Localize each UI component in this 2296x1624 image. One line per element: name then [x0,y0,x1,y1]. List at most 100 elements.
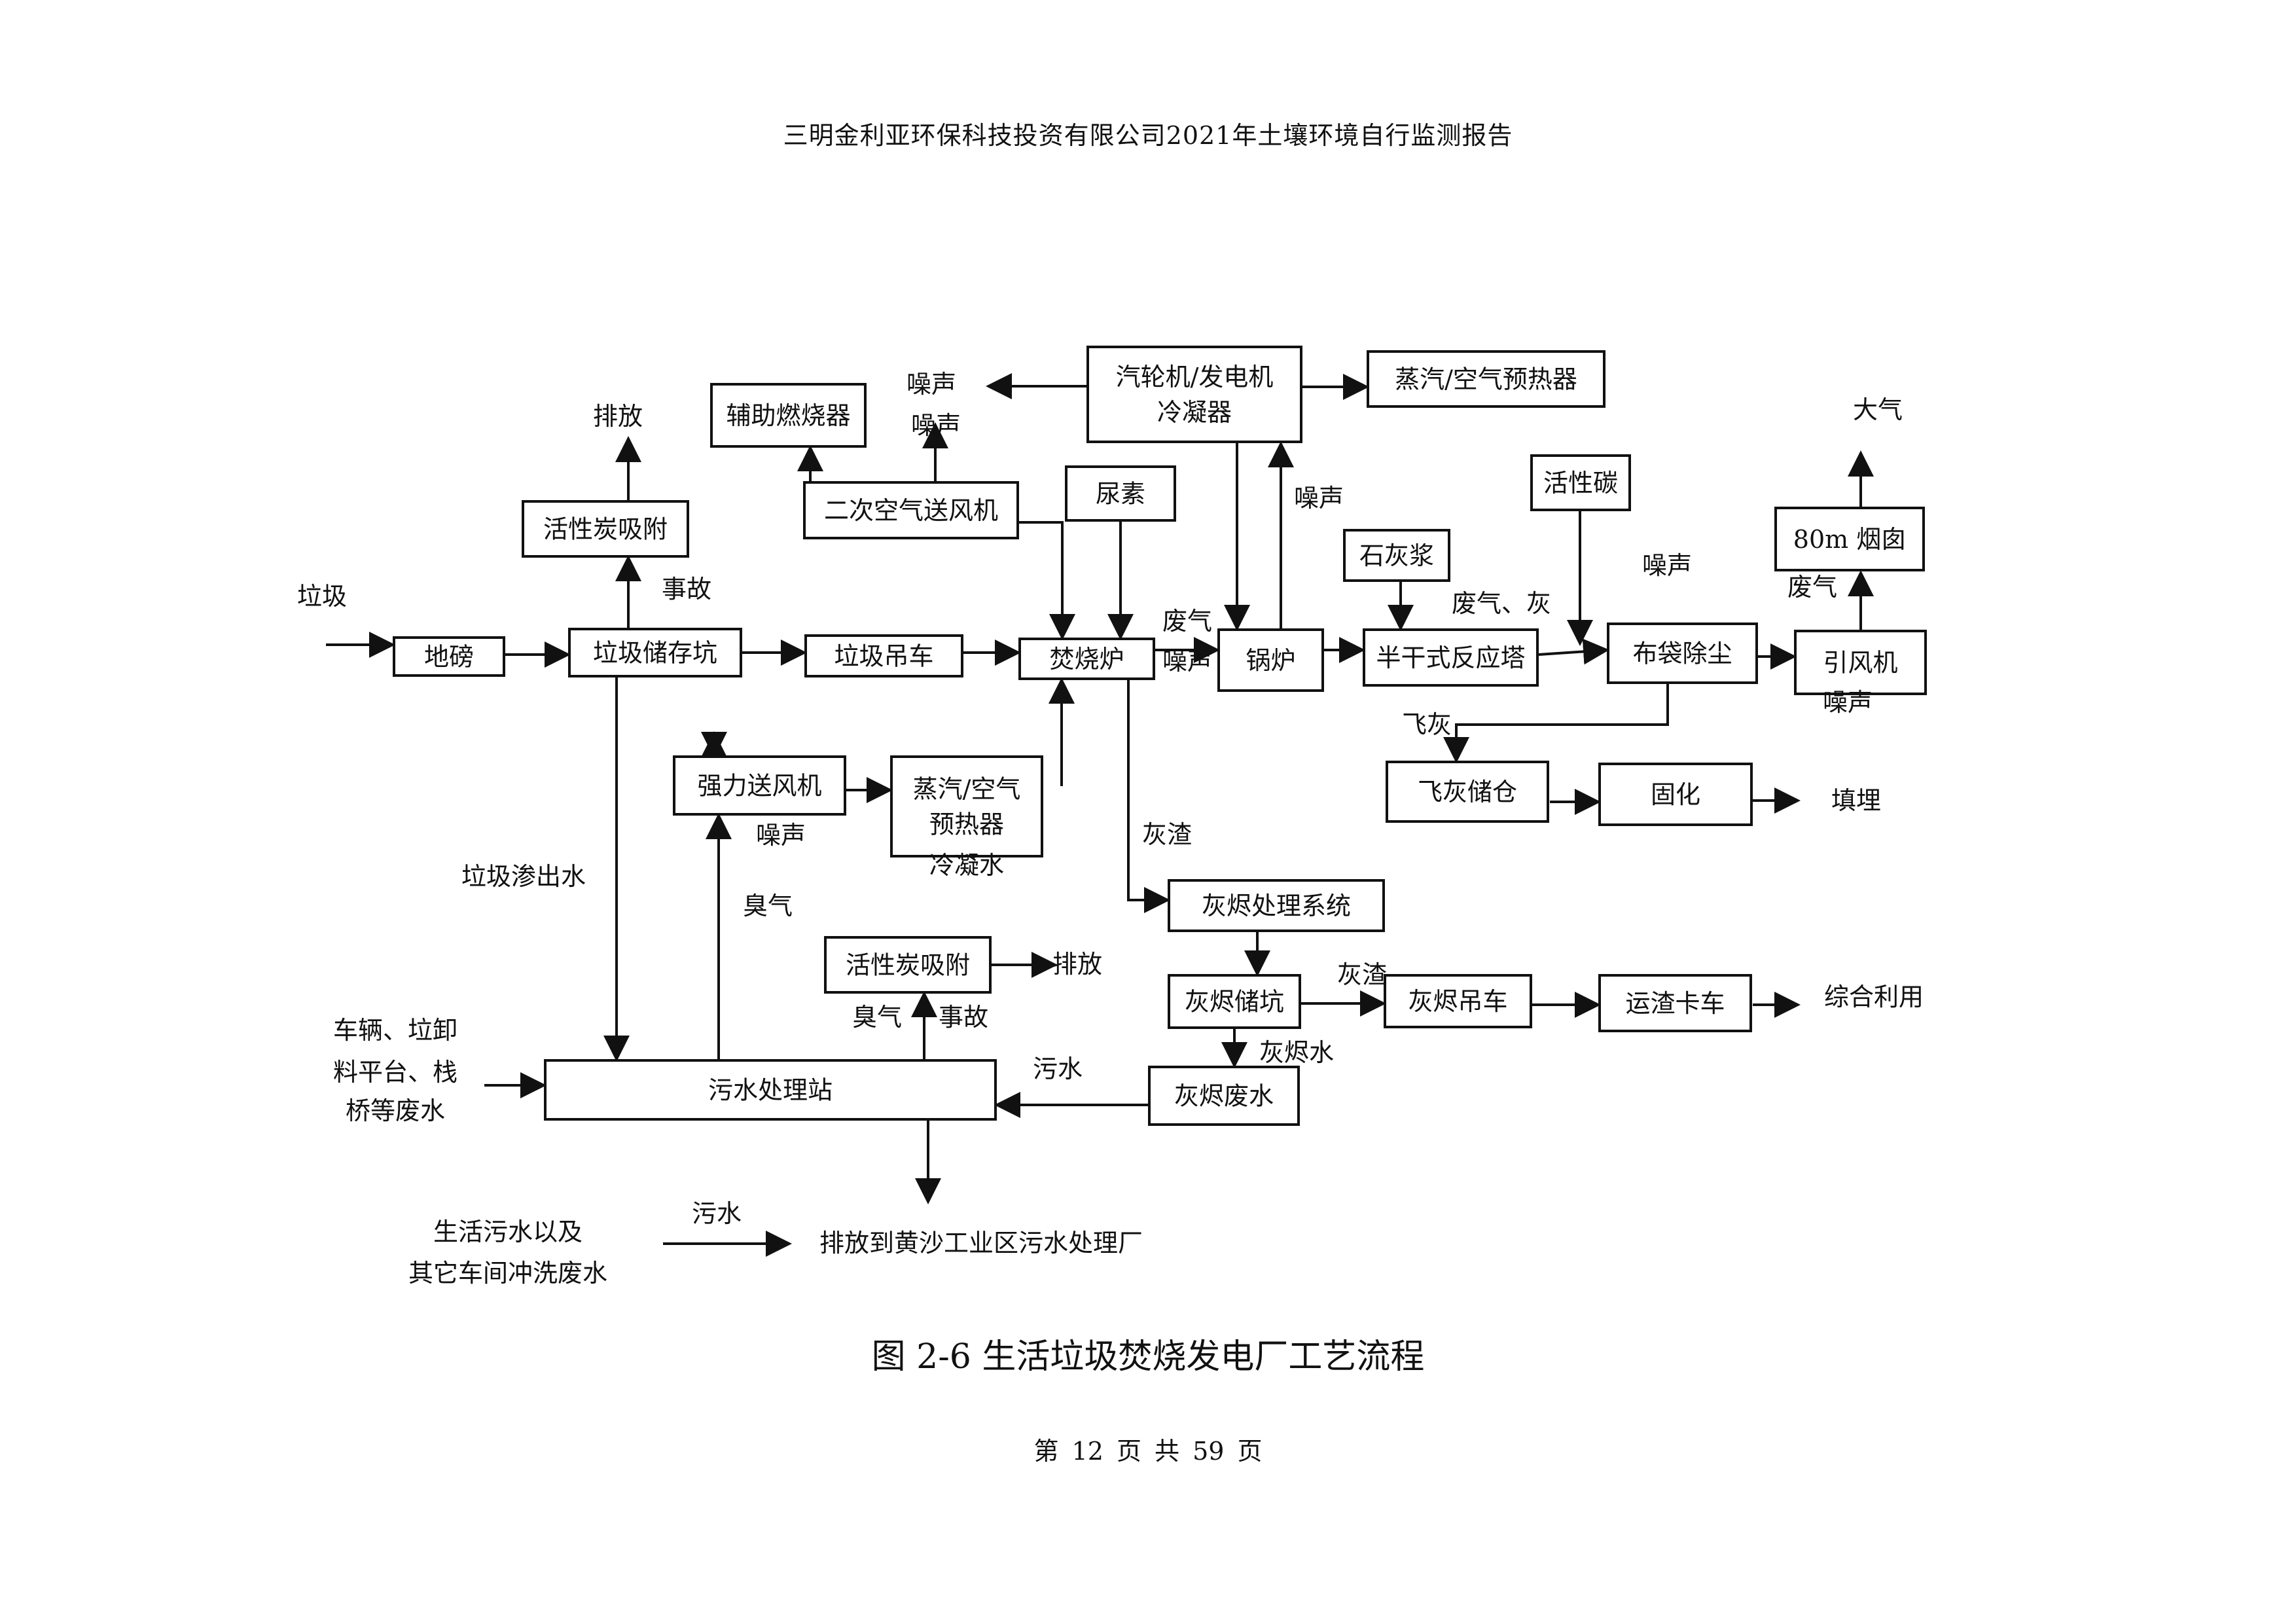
node-label: 垃圾储存坑 [593,639,717,668]
node-box [890,755,1043,857]
node-box [1217,628,1324,692]
node-box [1530,454,1631,511]
node-label: 垃圾吊车 [834,642,933,671]
node-box [1384,974,1532,1028]
label-feiqi-hui: 废气、灰 [1452,589,1551,618]
node-label: 汽轮机/发电机 [1116,363,1274,391]
node-box [804,634,963,677]
label-feiqi-fen: 废气 [1162,607,1212,636]
node-box [568,628,742,677]
label-tianmai: 填埋 [1831,786,1881,815]
node-budai: 布袋除尘 [1607,623,1758,684]
node-label: 飞灰储仓 [1418,778,1517,806]
label-paifang-bottom: 排放到黄沙工业区污水处理厂 [819,1229,1143,1257]
label-paifang-top: 排放 [593,402,643,431]
node-box [544,1059,997,1121]
label-laji-in: 垃圾 [297,582,347,611]
node-label: 地磅 [424,643,474,672]
node-fenshao: 焚烧炉 [1018,638,1155,680]
node-box [522,500,689,558]
label-lengningshui: 冷凝水 [929,851,1004,880]
label-chouqi-mid: 臭气 [852,1003,902,1032]
node-chucun: 垃圾储存坑 [568,628,742,677]
node-huijin-keng: 灰烬储坑 [1168,974,1301,1029]
node-box [1367,350,1605,408]
node-label: 灰烬处理系统 [1202,892,1351,920]
node-guhua: 固化 [1598,763,1753,826]
label-cheliang-3: 桥等废水 [346,1096,445,1125]
node-label: 灰烬吊车 [1408,987,1507,1016]
node-box [710,383,867,448]
flow-arrow [1538,638,1609,665]
label-huizha-right: 灰渣 [1337,960,1387,989]
label-huizha-down: 灰渣 [1142,820,1192,849]
node-box [1794,630,1927,695]
node-box [1168,879,1385,932]
node-label: 活性碳 [1543,469,1618,497]
node-box [1343,529,1450,582]
node-box [824,936,992,994]
node-feihui-cang: 飞灰储仓 [1386,761,1549,823]
node-yureqi-top: 蒸汽/空气预热器 [1367,350,1605,408]
label-zaosheng-qiangli: 噪声 [756,821,806,850]
node-label: 布袋除尘 [1632,640,1732,668]
label-shenghuo-2: 其它车间冲洗废水 [408,1259,607,1288]
label-chouqi-left: 臭气 [743,892,793,920]
page-footer: 第 12 页 共 59 页 [1033,1437,1263,1466]
label-wushui-bottom: 污水 [692,1199,742,1228]
node-box [1148,1066,1300,1126]
node-label: 80m 烟囱 [1793,525,1906,554]
node-box [1607,623,1758,684]
node-label: 灰烬储坑 [1185,988,1284,1017]
node-box [1086,346,1302,443]
page-header: 三明金利亚环保科技投资有限公司2021年土壤环境自行监测报告 [783,121,1513,150]
node-box [1386,761,1549,823]
node-box [803,481,1019,539]
node-label: 蒸汽/空气 [913,775,1021,804]
node-box [1598,763,1753,826]
node-box [1018,638,1155,680]
node-yureqi-left: 蒸汽/空气预热器 [890,755,1043,857]
label-zaosheng-budai: 噪声 [1642,551,1692,580]
node-huijin-xitong: 灰烬处理系统 [1168,879,1385,932]
label-zaosheng-qilun: 噪声 [906,370,956,399]
label-shigu-top: 事故 [662,575,711,604]
node-label: 冷凝器 [1157,398,1232,427]
node-wushui-zhan: 污水处理站 [544,1059,997,1121]
node-shihuijiang: 石灰浆 [1343,529,1450,582]
node-label: 固化 [1651,780,1700,809]
label-feihui: 飞灰 [1402,710,1452,739]
label-zaosheng-yin: 噪声 [1823,688,1873,717]
node-guolu: 锅炉 [1217,628,1324,692]
node-erci: 二次空气送风机 [803,481,1019,539]
node-label: 尿素 [1096,480,1145,509]
label-zonghe: 综合利用 [1824,983,1924,1011]
label-zaosheng-guolu: 噪声 [1294,484,1344,513]
node-huoxingtan-top: 活性炭吸附 [522,500,689,558]
flow-arrow [1443,684,1669,763]
node-dibang: 地磅 [393,636,505,677]
node-label: 引风机 [1823,649,1897,677]
flow-arrow [1127,680,1170,913]
node-fanying: 半干式反应塔 [1363,628,1539,687]
node-box [1774,507,1925,571]
process-nodes: 地磅垃圾储存坑活性炭吸附垃圾吊车焚烧炉二次空气送风机辅助燃烧器尿素强力送风机蒸汽… [393,346,1927,1126]
node-label: 蒸汽/空气预热器 [1395,365,1577,394]
flow-labels: 垃圾排放事故噪声噪声废气噪声噪声废气、灰噪声废气大气噪声飞灰填埋噪声冷凝水灰渣垃… [297,370,1924,1288]
node-label: 活性炭吸附 [846,951,970,980]
node-label: 预热器 [929,810,1004,839]
node-huijin-diaoche: 灰烬吊车 [1384,974,1532,1028]
label-paifang-mid: 排放 [1052,950,1102,979]
node-box [393,636,505,677]
label-shenghuo-1: 生活污水以及 [433,1218,583,1246]
node-label: 半干式反应塔 [1376,643,1525,672]
node-label: 强力送风机 [697,772,821,801]
figure-caption: 图 2-6 生活垃圾焚烧发电厂工艺流程 [871,1337,1425,1377]
node-diaoche: 垃圾吊车 [804,634,963,677]
node-qiangli: 强力送风机 [673,755,846,816]
node-label: 灰烬废水 [1174,1082,1274,1111]
label-wushui-right: 污水 [1033,1055,1083,1083]
label-feiqi-yin: 废气 [1787,573,1837,602]
